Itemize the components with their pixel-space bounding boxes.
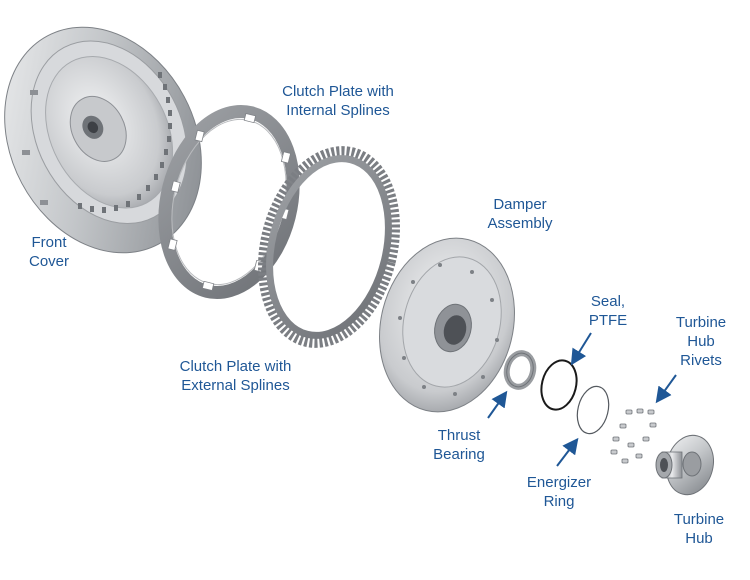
label-seal-ptfe: Seal, PTFE — [578, 292, 638, 330]
label-clutch-internal-line2: Internal Splines — [286, 102, 390, 119]
label-damper-assembly: Damper Assembly — [470, 195, 570, 233]
label-turbine-hub-rivets: Turbine Hub Rivets — [664, 313, 738, 370]
clutch-plate-internal-splines — [158, 104, 300, 300]
label-front-cover: Front Cover — [14, 233, 84, 271]
label-energizer-ring: Energizer Ring — [518, 473, 600, 511]
label-clutch-internal-line1: Clutch Plate with — [282, 83, 394, 100]
label-thrust-line1: Thrust — [437, 427, 481, 444]
rivets-arrow — [655, 374, 677, 404]
energizer-ring-part — [576, 385, 610, 435]
label-damper-line1: Damper — [493, 196, 547, 213]
label-clutch-internal: Clutch Plate with Internal Splines — [268, 82, 408, 120]
thrust-bearing-part — [503, 350, 537, 390]
thrust-arrow — [487, 390, 508, 419]
seal-ptfe-ring — [540, 359, 578, 411]
clutch-plate-external-splines — [258, 146, 400, 348]
label-damper-line2: Assembly — [487, 215, 553, 232]
turbine-hub-rivets-part — [610, 408, 657, 464]
label-energizer-line1: Energizer — [526, 474, 592, 491]
label-seal-line1: Seal, — [590, 293, 626, 310]
label-front-cover-line1: Front — [31, 234, 67, 251]
label-rivets-line1: Turbine — [675, 314, 727, 331]
label-front-cover-line2: Cover — [28, 253, 69, 270]
label-clutch-external: Clutch Plate with External Splines — [163, 357, 308, 395]
front-cover-part — [4, 26, 202, 254]
seal-arrow — [570, 332, 592, 366]
turbine-hub-part — [655, 434, 714, 496]
label-turbine-hub-line2: Hub — [685, 530, 713, 547]
label-thrust-line2: Bearing — [433, 446, 485, 463]
label-turbine-hub-line1: Turbine — [673, 511, 725, 528]
damper-assembly-part — [379, 237, 515, 413]
leader-arrows — [487, 332, 677, 467]
label-energizer-line2: Ring — [543, 493, 575, 510]
label-seal-line2: PTFE — [588, 312, 628, 329]
label-thrust-bearing: Thrust Bearing — [424, 426, 494, 464]
front-cover-spline-teeth — [78, 72, 172, 213]
label-rivets-line2: Hub — [687, 333, 715, 350]
label-turbine-hub: Turbine Hub — [661, 510, 737, 548]
label-clutch-external-line1: Clutch Plate with — [179, 358, 292, 375]
label-rivets-line3: Rivets — [680, 352, 722, 369]
energizer-arrow — [556, 437, 579, 467]
front-cover-lugs — [22, 90, 48, 205]
label-clutch-external-line2: External Splines — [181, 377, 290, 394]
